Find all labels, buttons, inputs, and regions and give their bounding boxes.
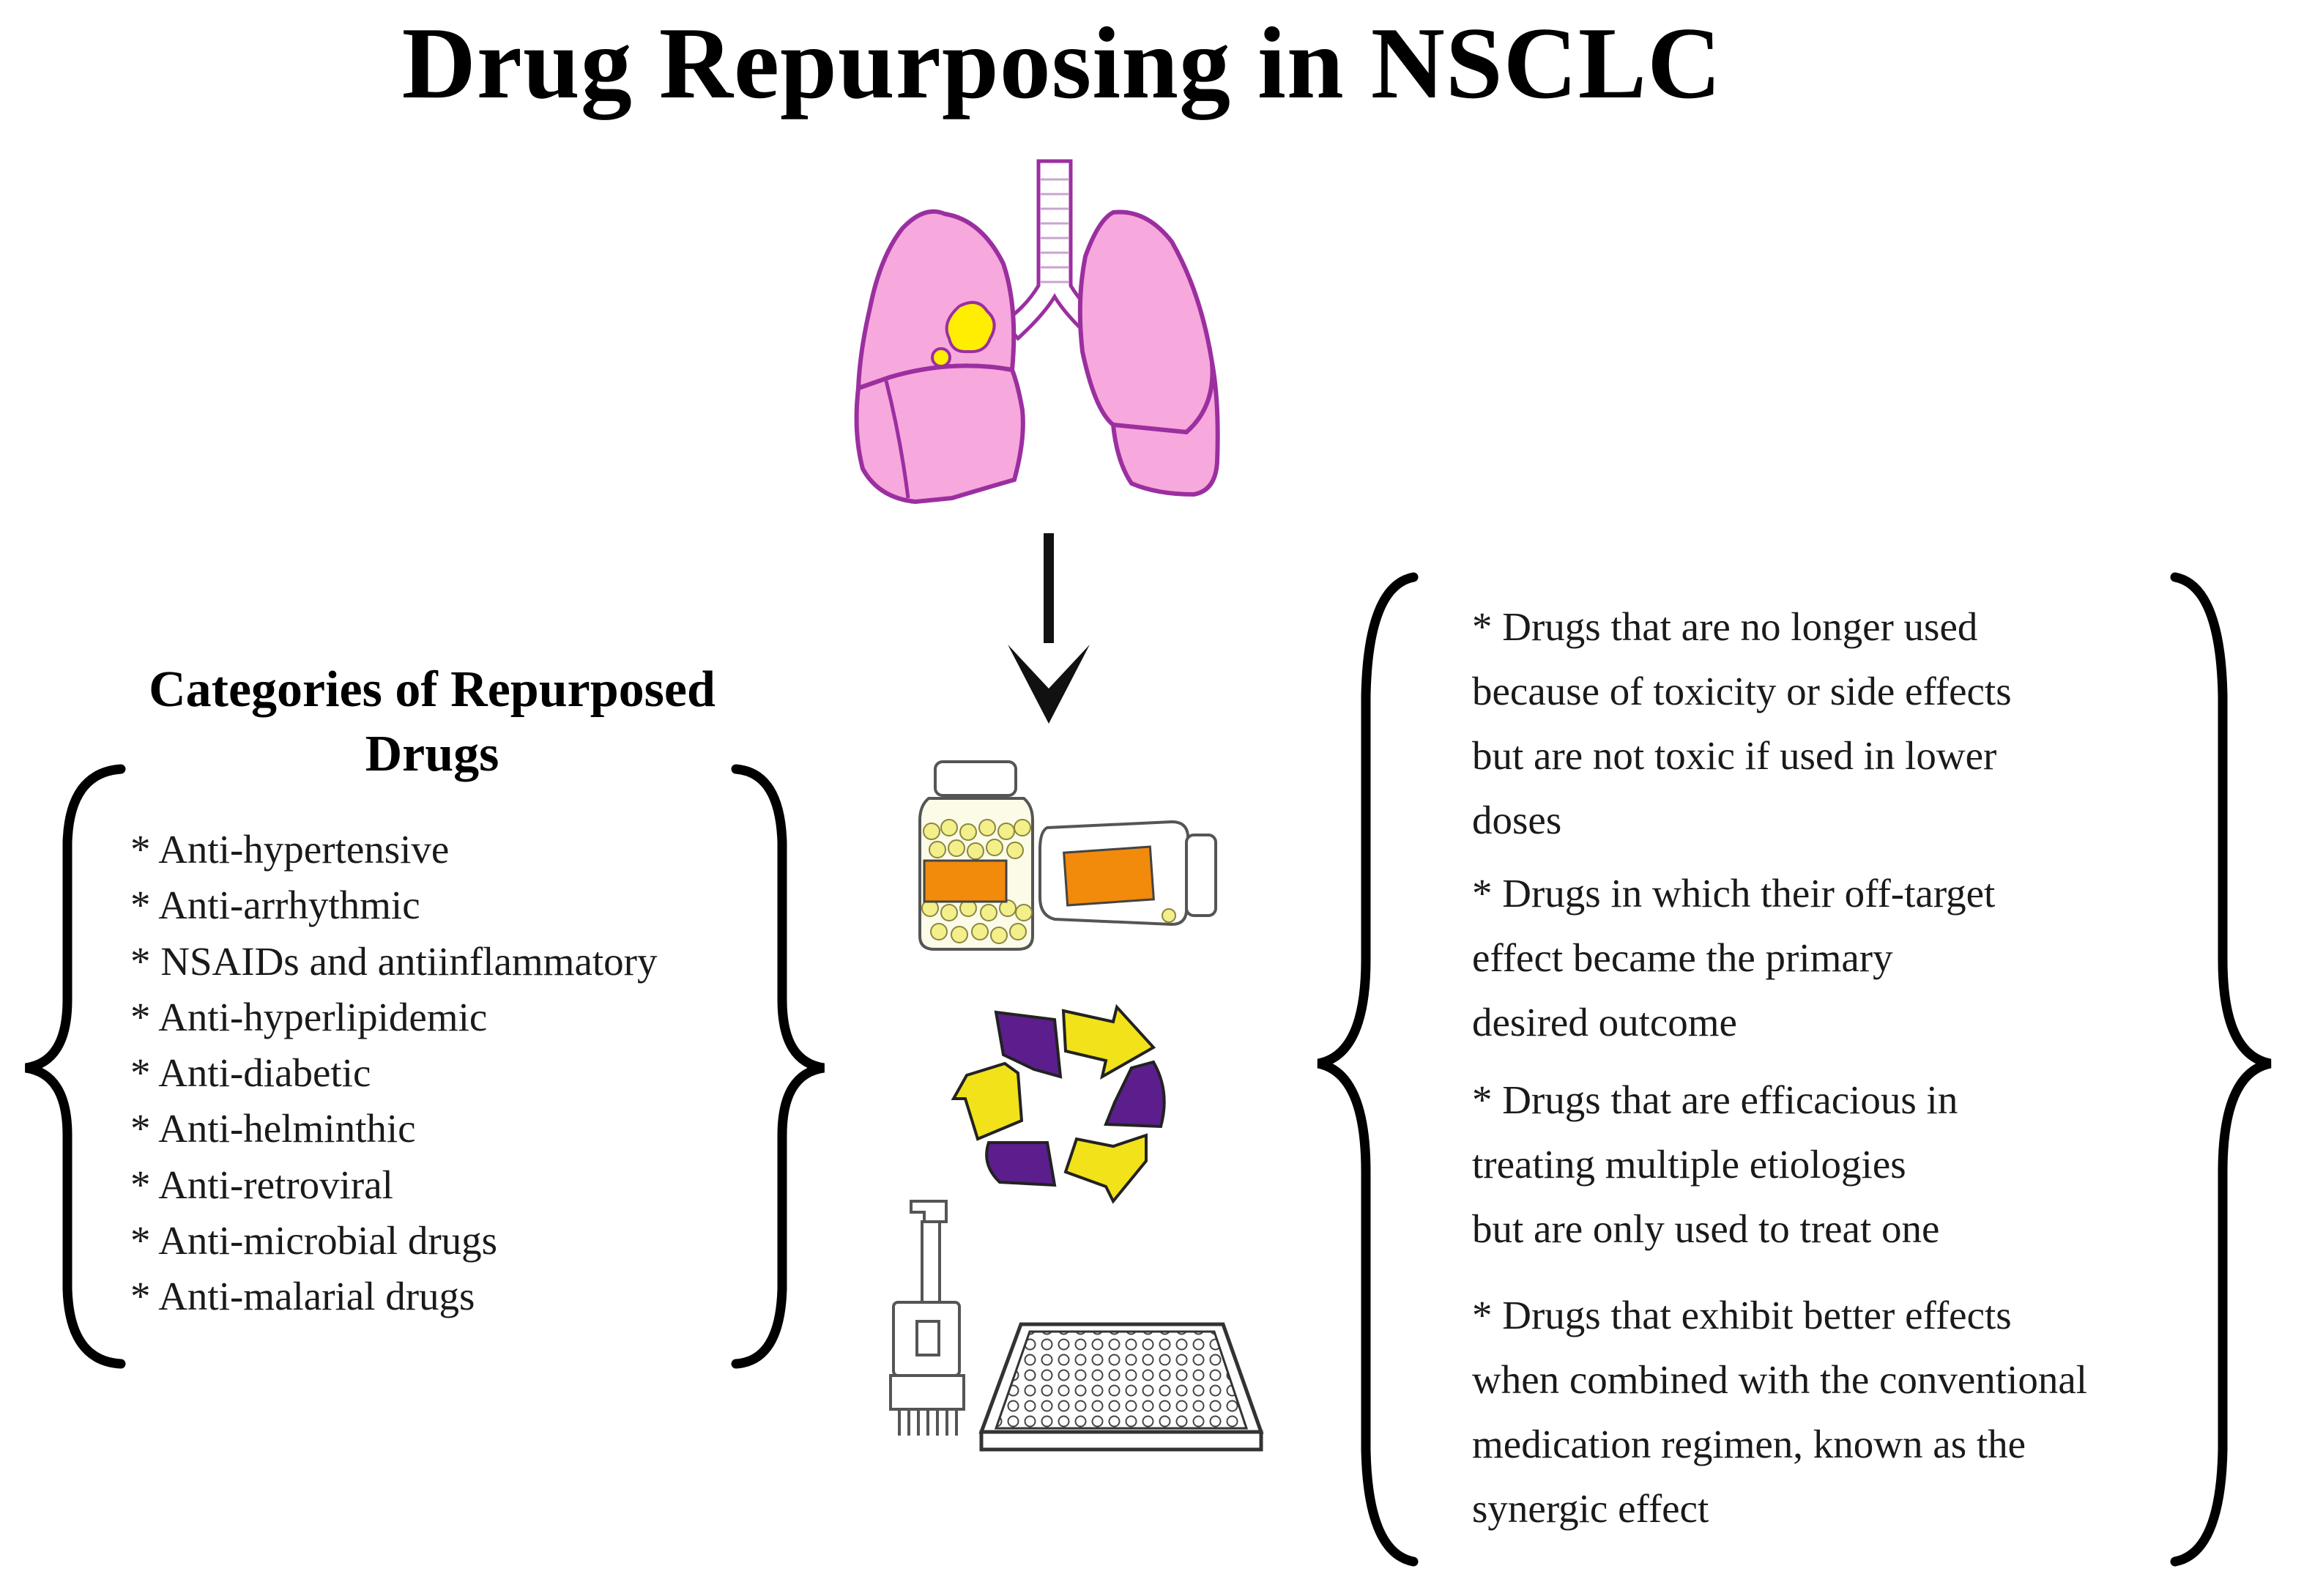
down-arrow-icon: [1008, 533, 1090, 724]
list-item: * Anti-arrhythmic: [130, 883, 420, 928]
criterion-4: * Drugs that exhibit better effects when…: [1472, 1283, 2204, 1541]
right-brace-icon: [731, 764, 825, 1369]
criterion-line: effect became the primary: [1472, 935, 1893, 980]
left-brace-icon: [1317, 572, 1419, 1567]
list-item: * Anti-retroviral: [130, 1162, 393, 1207]
lungs-with-tumor-icon: [854, 159, 1220, 505]
list-item: * NSAIDs and antiinflammatory: [130, 938, 658, 984]
right-lung: [1077, 209, 1220, 497]
list-item: * Anti-malarial drugs: [130, 1274, 475, 1319]
list-item: * Anti-diabetic: [130, 1050, 371, 1096]
criterion-line: but are not toxic if used in lower: [1472, 733, 1997, 778]
multichannel-pipette-icon: [889, 1200, 965, 1436]
criterion-line: * Drugs that are efficacious in: [1472, 1077, 1958, 1122]
criterion-line: * Drugs that exhibit better effects: [1472, 1293, 2012, 1337]
criterion-line: doses: [1472, 798, 1562, 842]
criterion-line: medication regimen, known as the: [1472, 1422, 2026, 1466]
list-item: * Anti-hyperlipidemic: [130, 994, 488, 1039]
categories-list: * Anti-hypertensive * Anti-arrhythmic * …: [130, 822, 657, 1325]
tumor: [931, 300, 996, 368]
criterion-line: because of toxicity or side effects: [1472, 669, 2012, 713]
criterion-line: * Drugs in which their off-target: [1472, 871, 1996, 916]
criterion-line: desired outcome: [1472, 1000, 1737, 1044]
criterion-2: * Drugs in which their off-target effect…: [1472, 861, 2204, 1055]
criterion-3: * Drugs that are efficacious in treating…: [1472, 1068, 2204, 1261]
tipped-pill-bottle: [1038, 820, 1217, 927]
left-brace-icon: [24, 764, 126, 1369]
categories-heading: Categories of Repurposed Drugs: [88, 658, 776, 787]
well-plate-icon: [978, 1322, 1264, 1452]
recycle-icon: [951, 1003, 1166, 1204]
list-item: * Anti-microbial drugs: [130, 1218, 498, 1263]
criterion-line: * Drugs that are no longer used: [1472, 604, 1978, 649]
criterion-1: * Drugs that are no longer used because …: [1472, 595, 2204, 853]
criterion-line: synergic effect: [1472, 1486, 1709, 1531]
list-item: * Anti-hypertensive: [130, 827, 450, 872]
criterion-line: when combined with the conventional: [1472, 1357, 2088, 1402]
list-item: * Anti-helminthic: [130, 1106, 416, 1151]
criterion-line: treating multiple etiologies: [1472, 1142, 1906, 1187]
pill-bottles-icon: [918, 760, 1217, 951]
categories-heading-line-1: Categories of Repurposed: [149, 661, 716, 718]
upright-pill-bottle: [918, 760, 1034, 951]
criterion-line: but are only used to treat one: [1472, 1206, 1940, 1251]
right-brace-icon: [2170, 572, 2272, 1567]
categories-heading-line-2: Drugs: [365, 726, 499, 782]
page-title: Drug Repurposing in NSCLC: [401, 7, 1723, 120]
